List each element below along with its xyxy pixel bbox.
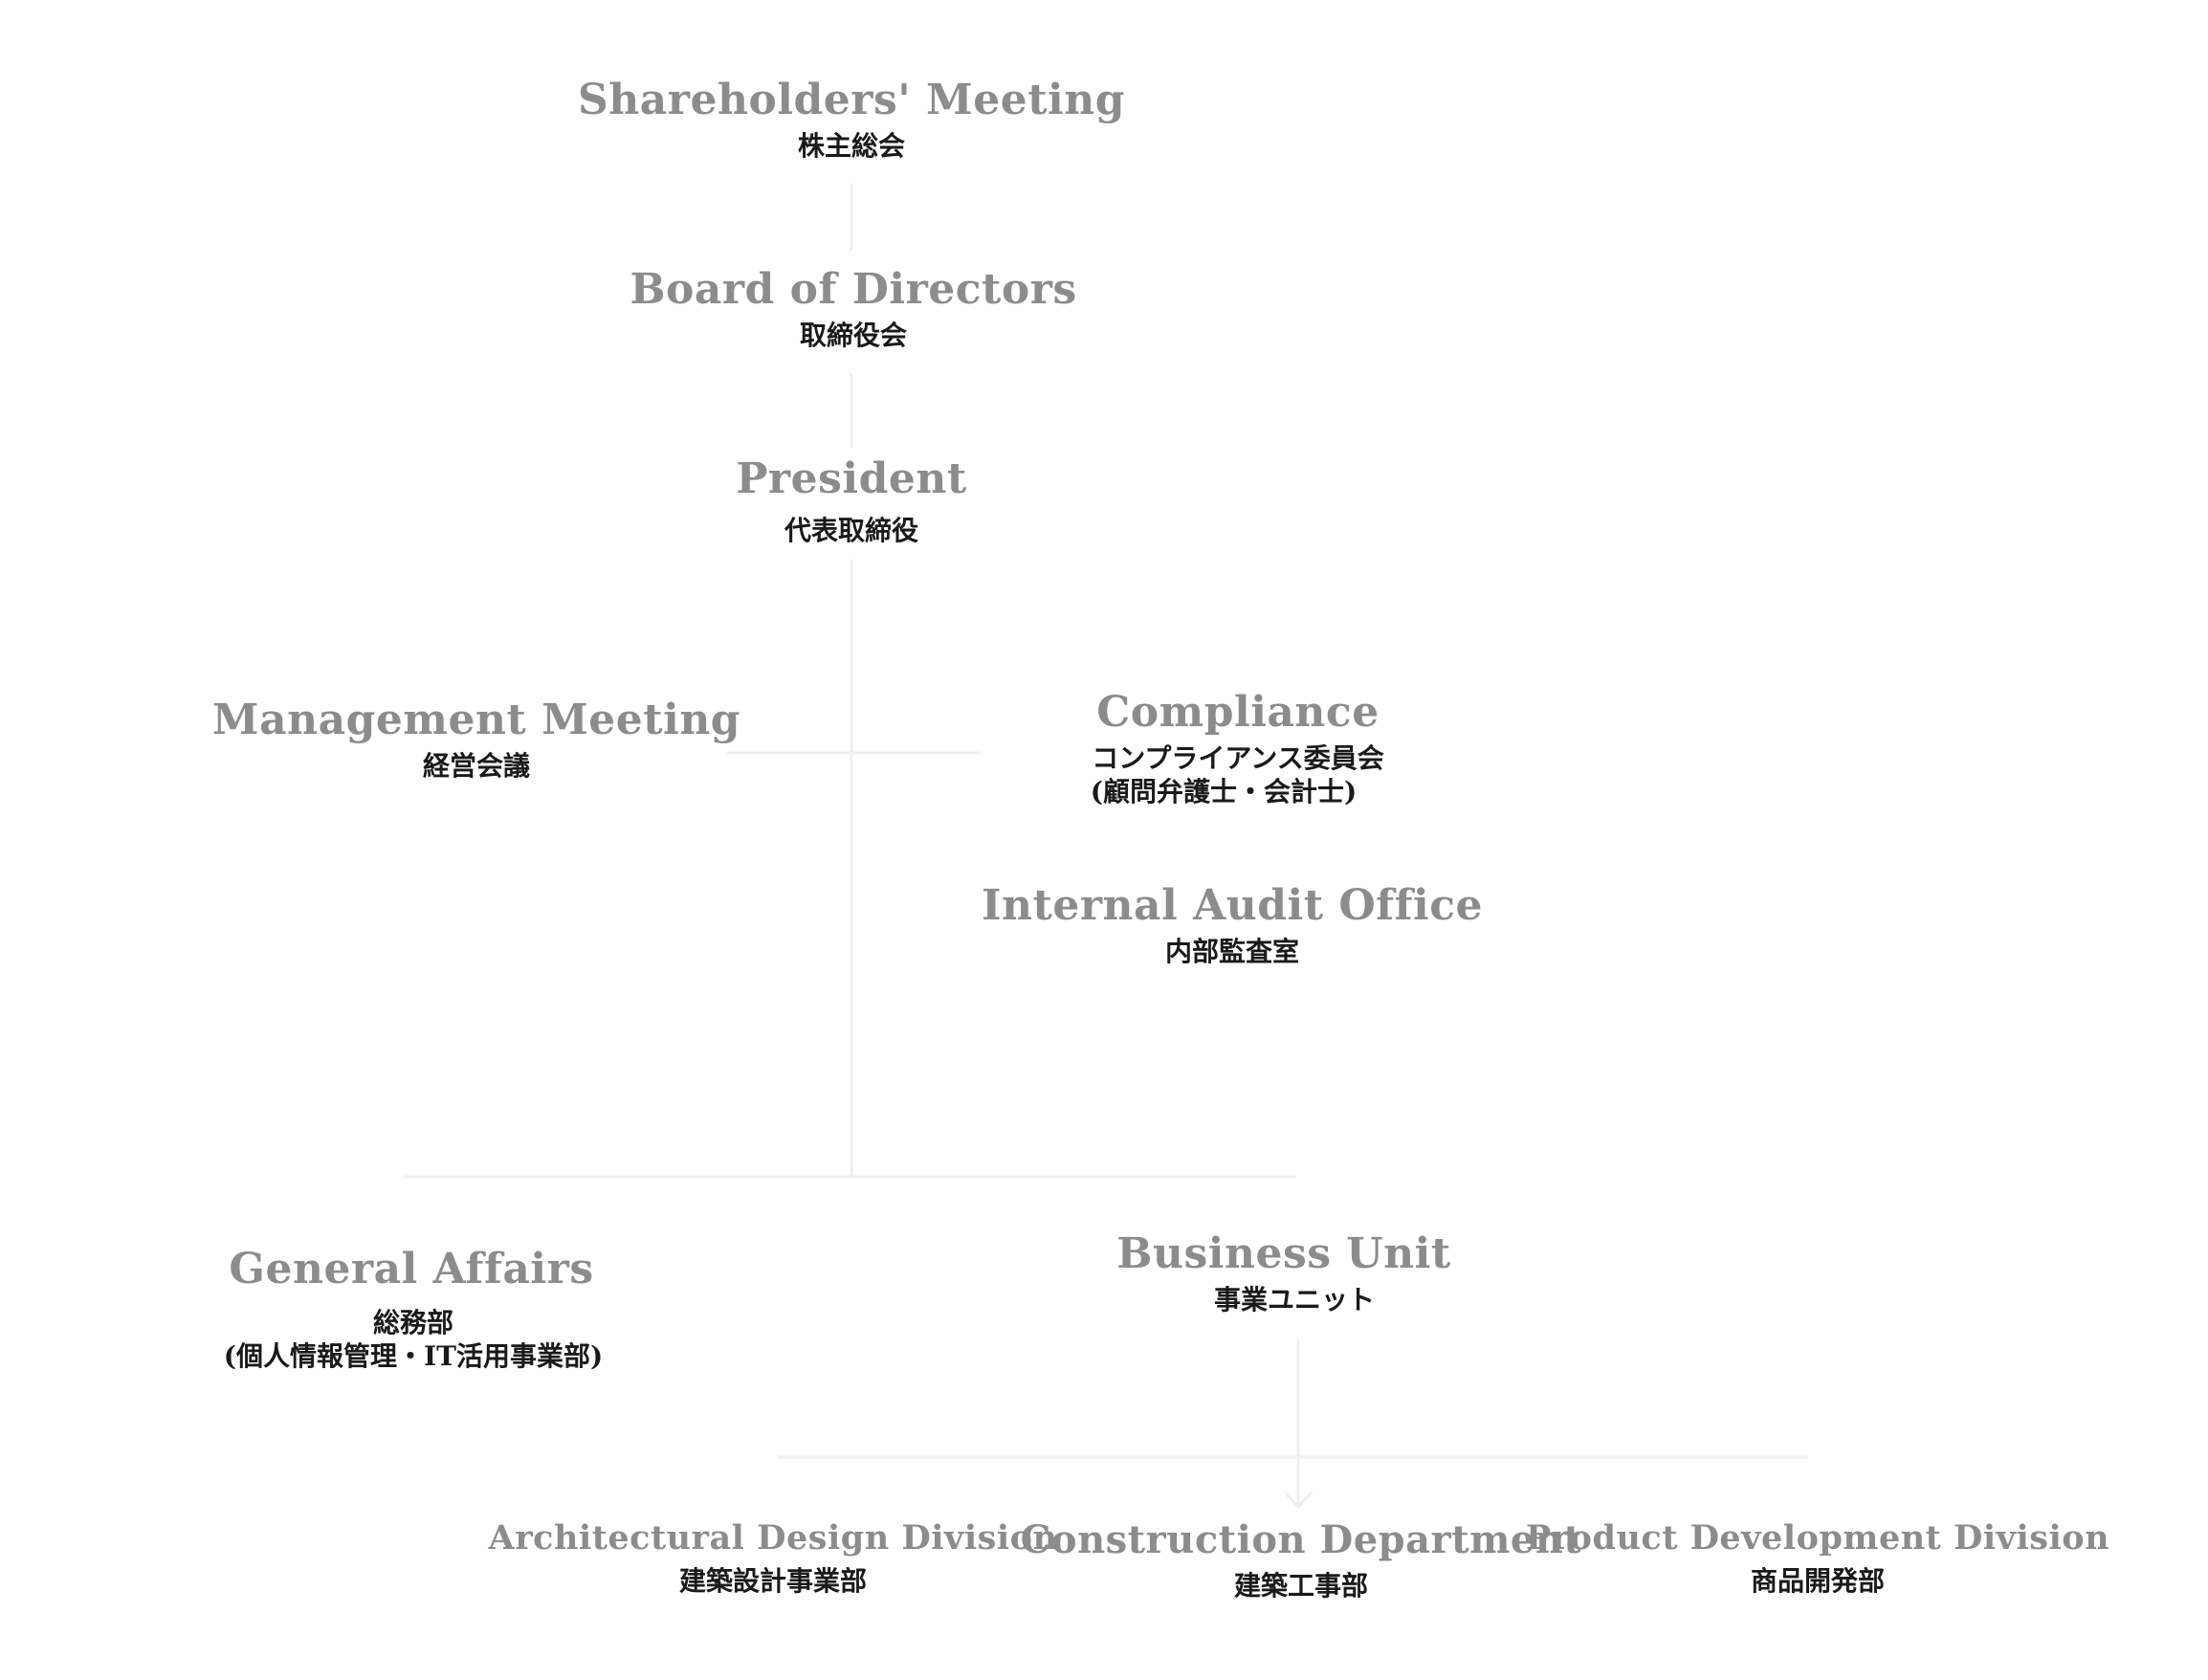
node-title-en: General Affairs [229, 1245, 594, 1293]
node-shareholders-meeting: Shareholders' Meeting 株主総会 [578, 76, 1125, 163]
node-title-jp: 総務部 [372, 1306, 453, 1338]
node-title-en: Shareholders' Meeting [578, 76, 1125, 124]
node-title-en: President [736, 454, 967, 503]
node-title-jp: 内部監査室 [1164, 935, 1300, 967]
node-president: President 代表取締役 [736, 454, 967, 547]
node-management-meeting: Management Meeting 経営会議 [212, 696, 740, 783]
node-title-en: Management Meeting [211, 696, 741, 744]
node-title-jp: 商品開発部 [1750, 1565, 1886, 1597]
node-compliance: Compliance コンプライアンス委員会 (顧問弁護士・会計士) [1091, 688, 1384, 808]
node-title-jp: 代表取締役 [784, 514, 919, 546]
node-title-en: Internal Audit Office [981, 881, 1484, 930]
connector-arrowhead [1283, 1491, 1314, 1510]
node-title-jp: 建築設計事業部 [678, 1565, 867, 1597]
node-title-jp: 建築工事部 [1233, 1570, 1368, 1602]
node-general-affairs: General Affairs 総務部 (個人情報管理・IT活用事業部) [223, 1245, 604, 1373]
node-title-jp: 取締役会 [799, 319, 907, 351]
node-architectural-design-division: Architectural Design Division 建築設計事業部 [489, 1518, 1058, 1598]
node-product-development-division: Product Development Division 商品開発部 [1526, 1518, 2109, 1598]
node-title-jp: 経営会議 [422, 749, 530, 782]
node-construction-department: Construction Department 建築工事部 [1021, 1517, 1582, 1603]
node-title-jp: 株主総会 [797, 129, 905, 162]
node-title-en: Board of Directors [629, 265, 1077, 314]
node-subtitle-jp: (個人情報管理・IT活用事業部) [223, 1339, 604, 1372]
node-title-jp: コンプライアンス委員会 [1092, 741, 1384, 774]
node-title-en: Product Development Division [1525, 1518, 2110, 1558]
node-board-of-directors: Board of Directors 取締役会 [629, 265, 1077, 352]
node-title-jp: 事業ユニット [1213, 1283, 1376, 1315]
node-title-en: Business Unit [1116, 1229, 1451, 1278]
node-subtitle-jp: (顧問弁護士・会計士) [1090, 775, 1358, 807]
node-title-en: Architectural Design Division [488, 1518, 1058, 1558]
node-business-unit: Business Unit 事業ユニット [1116, 1229, 1451, 1316]
node-internal-audit-office: Internal Audit Office 内部監査室 [981, 881, 1484, 968]
node-title-en: Construction Department [1020, 1517, 1582, 1562]
node-title-en: Compliance [1096, 688, 1380, 737]
